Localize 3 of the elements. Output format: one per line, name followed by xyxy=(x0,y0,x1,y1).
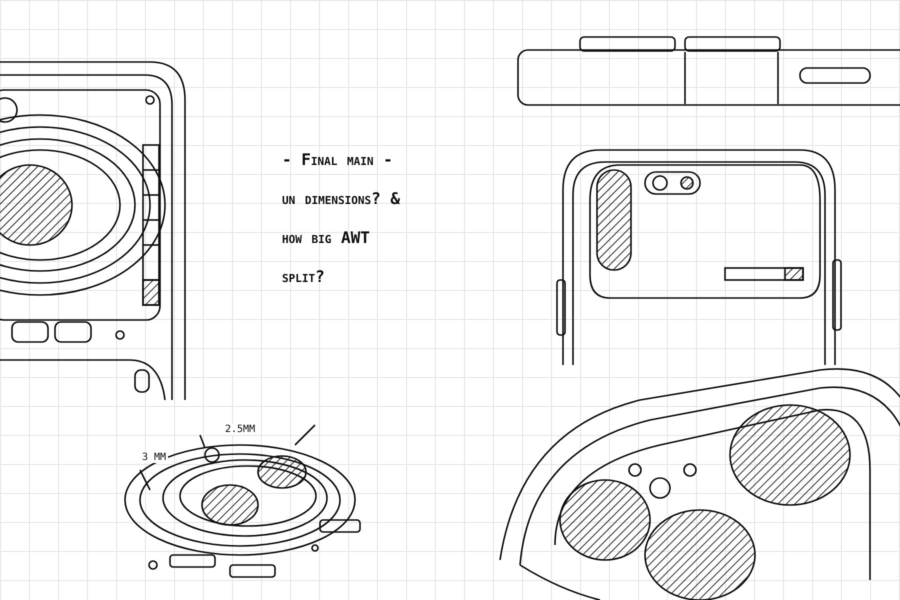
dimension-label: 2.5MM xyxy=(223,424,258,435)
dimension-label: 3 MM xyxy=(140,452,168,463)
handwritten-note: - Final main - un dimensions? & how big AWT split? xyxy=(282,149,402,288)
